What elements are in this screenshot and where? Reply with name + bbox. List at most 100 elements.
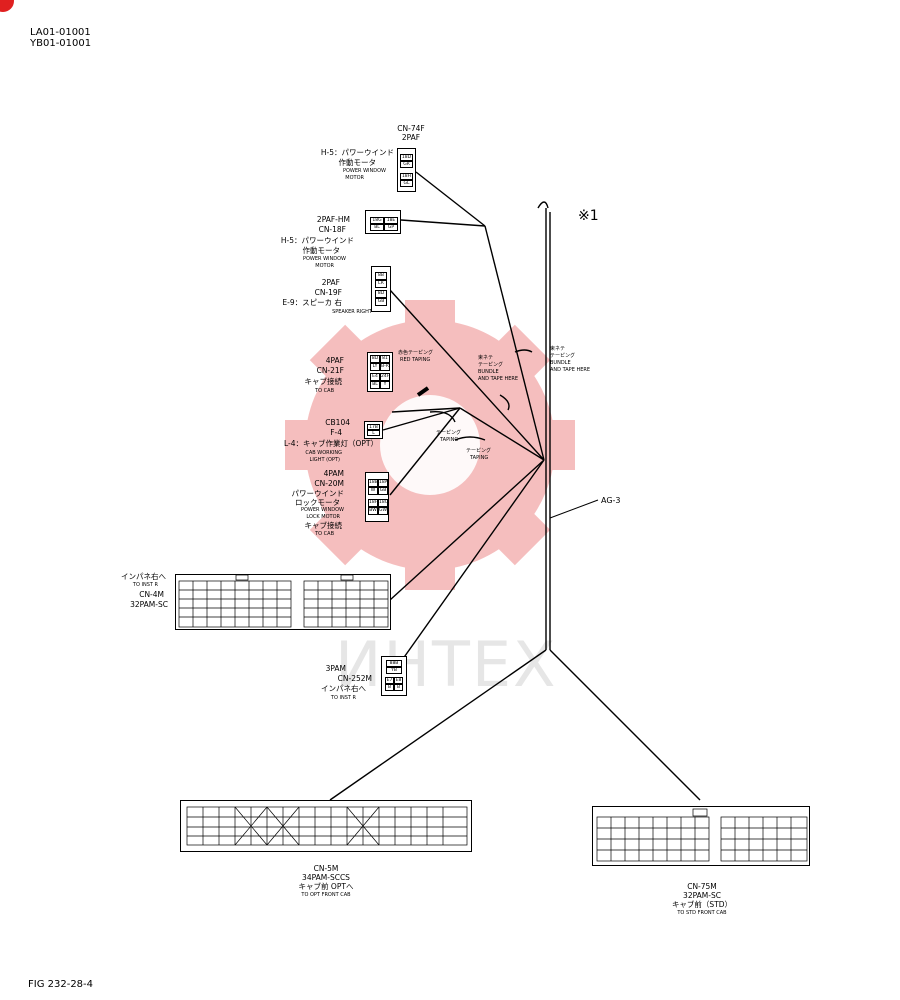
harness-label: AG-3 [601,496,621,505]
red-taping-mark [416,386,430,397]
wire-cn75m [549,649,701,801]
cn21f-jp: キャブ接続 [304,377,343,386]
cn4m-type: 32PAM-SC [130,600,168,609]
cn75m-type: 32PAM-SC [683,891,721,900]
taping-arrow-2 [454,436,486,441]
connector-cn21f: 8D 81 LY B-R E4 24F BL Y [367,352,393,392]
cn4m-grid [178,575,389,628]
model-code-1: LA01-01001 [30,27,91,38]
cn19f-name: CN-19F [314,288,342,297]
cn21f-name: CN-21F [316,366,344,375]
connector-cn75m [592,806,810,866]
bundle1-en1: BUNDLE [478,369,499,375]
bundle1-jp2: テーピング [478,362,504,368]
cn4m-name: CN-4M [139,590,164,599]
cn74f-en1: POWER WINDOW [342,168,386,174]
cn20m-jp2: ロックモータ [295,498,340,507]
cn5m-name: CN-5M [313,864,339,873]
taping2-jp: テーピング [466,448,492,454]
marker-1: ※1 [578,208,599,224]
cn74f-code: H-5：パワーウインド [320,148,394,157]
cb104-type: F-4 [330,428,342,437]
cn74f-name: CN-74F [397,124,425,133]
bundle2-jp2: テーピング [550,353,576,359]
trunk-break-mark [537,201,549,209]
cn75m-jp: キャブ前（STD） [671,900,733,909]
cn4m-en1: TO INST R [132,582,158,588]
connector-cb104: 17B L [364,421,383,439]
connector-cn74f: 18D GR 18H GL [397,148,416,192]
cn252m-type: 3PAM [325,664,346,673]
connector-cn5m [180,800,472,852]
wire-cn5m [329,649,547,801]
cb104-en1: CAB WORKING [305,450,342,456]
cn21f-type: 4PAF [325,356,344,365]
cn18f-name: CN-18F [318,225,346,234]
wire-cn19f [389,289,545,461]
connector-cn4m [175,574,391,630]
cn5m-en1: TO OPT FRONT CAB [301,892,351,898]
connector-cn18f: 18G 18E BL GP [365,210,401,234]
wire-cn252m [394,459,545,671]
cn19f-type: 2PAF [321,278,340,287]
cn252m-name: CN-252M [337,674,372,683]
cn5m-grid [186,806,468,846]
bundle2-jp: 束ネテ [550,346,566,352]
cb104-code: L-4：キャブ作業灯（OPT） [283,439,378,448]
watermark-text: ИНТЕХ [335,628,558,701]
cb104-en2: LIGHT (OPT) [309,457,340,463]
corner-badge-icon [0,0,14,12]
wire-cn21f [391,407,461,413]
connector-cn20m: 18B 18A W GB 18F 18C BW GW [365,472,389,522]
bundle-arrow-2 [499,394,510,411]
cn18f-code: H-5：パワーウインド [280,236,354,245]
bundle2-en1: BUNDLE [550,360,571,366]
cn75m-name: CN-75M [687,882,717,891]
taping1-en: TAPING [440,437,459,443]
bundle1-en2: AND TAPE HERE [478,376,519,382]
cb104-name: CB104 [325,418,350,427]
red-taping-en: RED TAPING [400,357,431,363]
cn20m-en2: LOCK MOTOR [306,514,340,520]
connector-cn19f: 8B LR 8D GB [371,266,391,312]
cn4m-jp: インパネ右へ [121,572,166,581]
taping1-jp: テーピング [436,430,462,436]
bundle1-jp: 束ネテ [478,355,494,361]
red-taping-jp: 赤色テーピング [398,350,434,356]
connector-cn252m: 88B YB E7 E8 B B [381,656,407,696]
wire-cn20m [389,407,461,496]
cn5m-type: 34PAM-SCCS [302,873,350,882]
cn74f-jp: 作動モータ [338,158,377,167]
cn75m-en1: TO STD FRONT CAB [677,910,727,916]
cn18f-jp: 作動モータ [302,246,341,255]
cn5m-jp: キャブ前 OPTへ [298,882,354,891]
figure-id: FIG 232-28-4 [28,979,94,990]
wire-cn18f [400,219,486,227]
wire-cb104 [382,407,461,431]
cn20m-type: 4PAM [323,469,344,478]
taping2-en: TAPING [470,455,489,461]
bundle-arrow-1 [514,349,533,353]
cn20m-en1: POWER WINDOW [300,507,344,513]
cn18f-en2: MOTOR [315,263,334,269]
cn19f-code: E-9：スピーカ 右 [282,298,342,307]
cn74f-type: 2PAF [401,133,421,142]
cn20m-jp1: パワーウインド [291,489,345,498]
cn20m-name: CN-20M [314,479,344,488]
cn252m-en1: TO INST R [330,695,356,701]
cn19f-en1: SPEAKER RIGHT [332,309,372,315]
cn75m-grid [596,808,808,862]
cn21f-en1: TO CAB [315,388,334,394]
wire-cn74f [415,171,486,227]
model-code-2: YB01-01001 [30,38,92,49]
cn20m-jp3: キャブ接続 [304,521,343,530]
cn18f-type: 2PAF-HM [316,215,350,224]
bundle2-en2: AND TAPE HERE [550,367,591,373]
wire-cn4m [389,459,545,601]
cn20m-en3: TO CAB [315,531,334,537]
cn252m-jp: インパネ右へ [321,684,366,693]
cn74f-en2: MOTOR [345,175,364,181]
taping-arrow-1 [429,411,456,423]
cn18f-en1: POWER WINDOW [302,256,346,262]
